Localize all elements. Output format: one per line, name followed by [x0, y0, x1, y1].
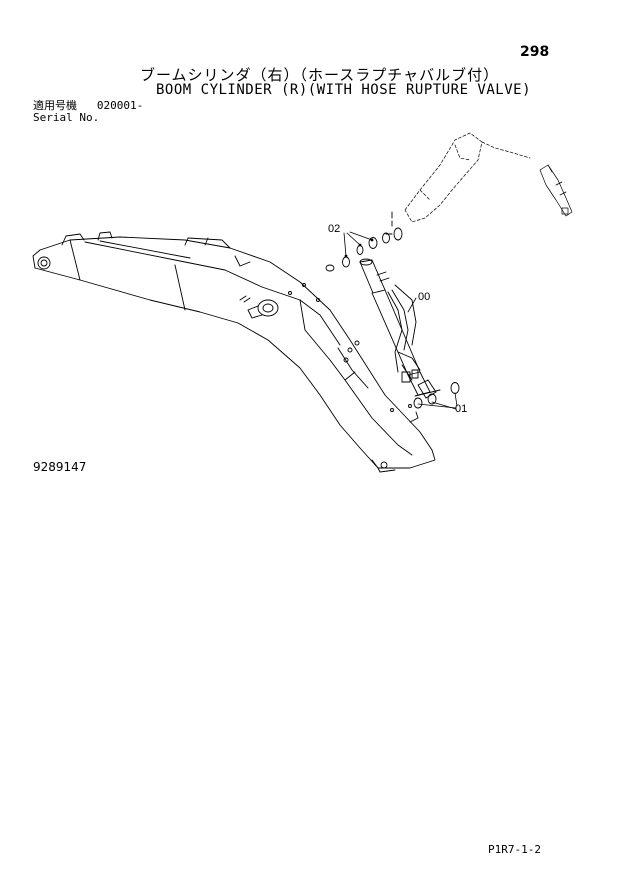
title-english: BOOM CYLINDER (R)(WITH HOSE RUPTURE VALV… [156, 82, 532, 98]
serial-en-label: Serial No. [33, 111, 100, 124]
serial-jp-label: 適用号機 [33, 99, 77, 112]
boom-cylinder [359, 258, 441, 399]
callout-leaders [343, 231, 458, 410]
boom-arm [32, 231, 436, 473]
serial-block: 適用号機 020001- Serial No. [33, 100, 143, 124]
page-number: 298 [520, 44, 550, 60]
arm-detail [404, 132, 531, 223]
title-japanese: ブームシリンダ（右）（ホースラプチャバルブ付） [140, 66, 500, 84]
bucket-link [539, 164, 573, 217]
callout-02: 02 [328, 223, 340, 235]
serial-value: 020001- [96, 99, 144, 112]
seals-and-pins [325, 211, 460, 409]
serial-row: 適用号機 020001- [33, 100, 143, 112]
callout-01: 01 [455, 403, 467, 415]
drawing-number: 9289147 [33, 460, 87, 474]
footer-code: P1R7-1-2 [488, 843, 541, 856]
callout-00: 00 [418, 291, 430, 303]
